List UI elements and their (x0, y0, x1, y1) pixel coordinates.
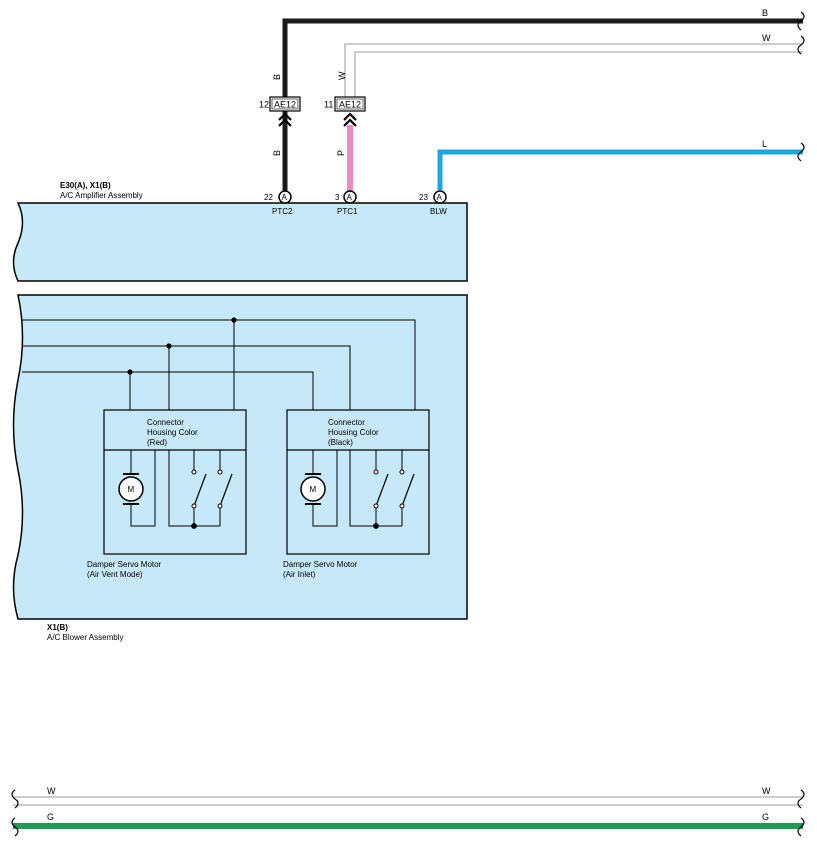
svg-text:M: M (310, 485, 317, 494)
wire-l: L (437, 139, 803, 190)
svg-text:12: 12 (259, 100, 269, 110)
terminal-ptc2: A 22 PTC2 (264, 190, 293, 216)
wire-b-top: B B (272, 8, 803, 200)
svg-text:M: M (128, 485, 135, 494)
svg-text:W: W (762, 33, 771, 43)
junction-connector-11: AE12 11 (324, 96, 366, 127)
position-switch-icon (168, 450, 233, 529)
damper-servo-motor-air-inlet: Connector Housing Color (Black) M Damper… (283, 409, 430, 579)
svg-text:3: 3 (335, 193, 340, 202)
internal-wiring (22, 319, 416, 410)
svg-text:(Red): (Red) (147, 438, 167, 447)
svg-text:(Black): (Black) (328, 438, 353, 447)
svg-text:A: A (437, 193, 443, 202)
svg-text:A/C Amplifier Assembly: A/C Amplifier Assembly (60, 191, 143, 200)
svg-text:AE12: AE12 (339, 100, 361, 110)
svg-text:Connector: Connector (328, 418, 365, 427)
terminal-blw: A 23 BLW (419, 190, 447, 216)
svg-text:G: G (47, 812, 54, 822)
svg-text:AE12: AE12 (274, 100, 296, 110)
svg-text:Connector: Connector (147, 418, 184, 427)
svg-text:G: G (762, 812, 769, 822)
svg-text:B: B (762, 8, 768, 18)
svg-text:L: L (762, 139, 767, 149)
svg-text:23: 23 (419, 193, 428, 202)
amplifier-label: E30(A), X1(B) A/C Amplifier Assembly (60, 181, 143, 200)
svg-text:E30(A), X1(B): E30(A), X1(B) (60, 181, 111, 190)
motor-icon: M (118, 450, 156, 527)
svg-text:W: W (762, 786, 771, 796)
wire-g-bottom: G G (13, 812, 803, 829)
wire-w-top: W W (337, 33, 803, 104)
svg-text:BLW: BLW (430, 207, 447, 216)
wire-b-lower: B (272, 150, 282, 156)
amplifier-box (12, 202, 468, 282)
svg-text:W: W (337, 71, 347, 80)
svg-text:B: B (272, 74, 282, 80)
svg-text:Housing Color: Housing Color (328, 428, 379, 437)
motor-icon: M (300, 450, 338, 527)
wire-break-marks-bottom (11, 789, 805, 837)
wire-break-marks-top (797, 11, 805, 162)
svg-text:P: P (336, 150, 346, 156)
wire-w-bottom: W W (13, 786, 803, 806)
damper-servo-motor-air-vent-mode: Connector Housing Color (Red) M D (87, 409, 247, 579)
junction-connector-12: AE12 12 (259, 96, 301, 127)
terminal-ptc1: A 3 PTC1 (335, 190, 358, 216)
svg-text:X1(B): X1(B) (47, 623, 68, 632)
blower-label: X1(B) A/C Blower Assembly (47, 623, 123, 642)
svg-text:11: 11 (324, 100, 333, 110)
svg-text:W: W (47, 786, 56, 796)
svg-text:PTC1: PTC1 (337, 207, 358, 216)
svg-text:PTC2: PTC2 (272, 207, 293, 216)
position-switch-icon (349, 450, 415, 529)
svg-text:(Air Vent Mode): (Air Vent Mode) (87, 570, 143, 579)
svg-text:A: A (347, 193, 353, 202)
svg-text:Damper Servo Motor: Damper Servo Motor (87, 560, 162, 569)
svg-text:A: A (282, 193, 288, 202)
svg-text:B: B (272, 150, 282, 156)
svg-text:Damper Servo Motor: Damper Servo Motor (283, 560, 358, 569)
svg-text:22: 22 (264, 193, 273, 202)
splice-dots (127, 317, 237, 375)
svg-text:(Air Inlet): (Air Inlet) (283, 570, 316, 579)
wire-p: P (336, 125, 353, 196)
svg-text:A/C Blower Assembly: A/C Blower Assembly (47, 633, 123, 642)
svg-text:Housing Color: Housing Color (147, 428, 198, 437)
